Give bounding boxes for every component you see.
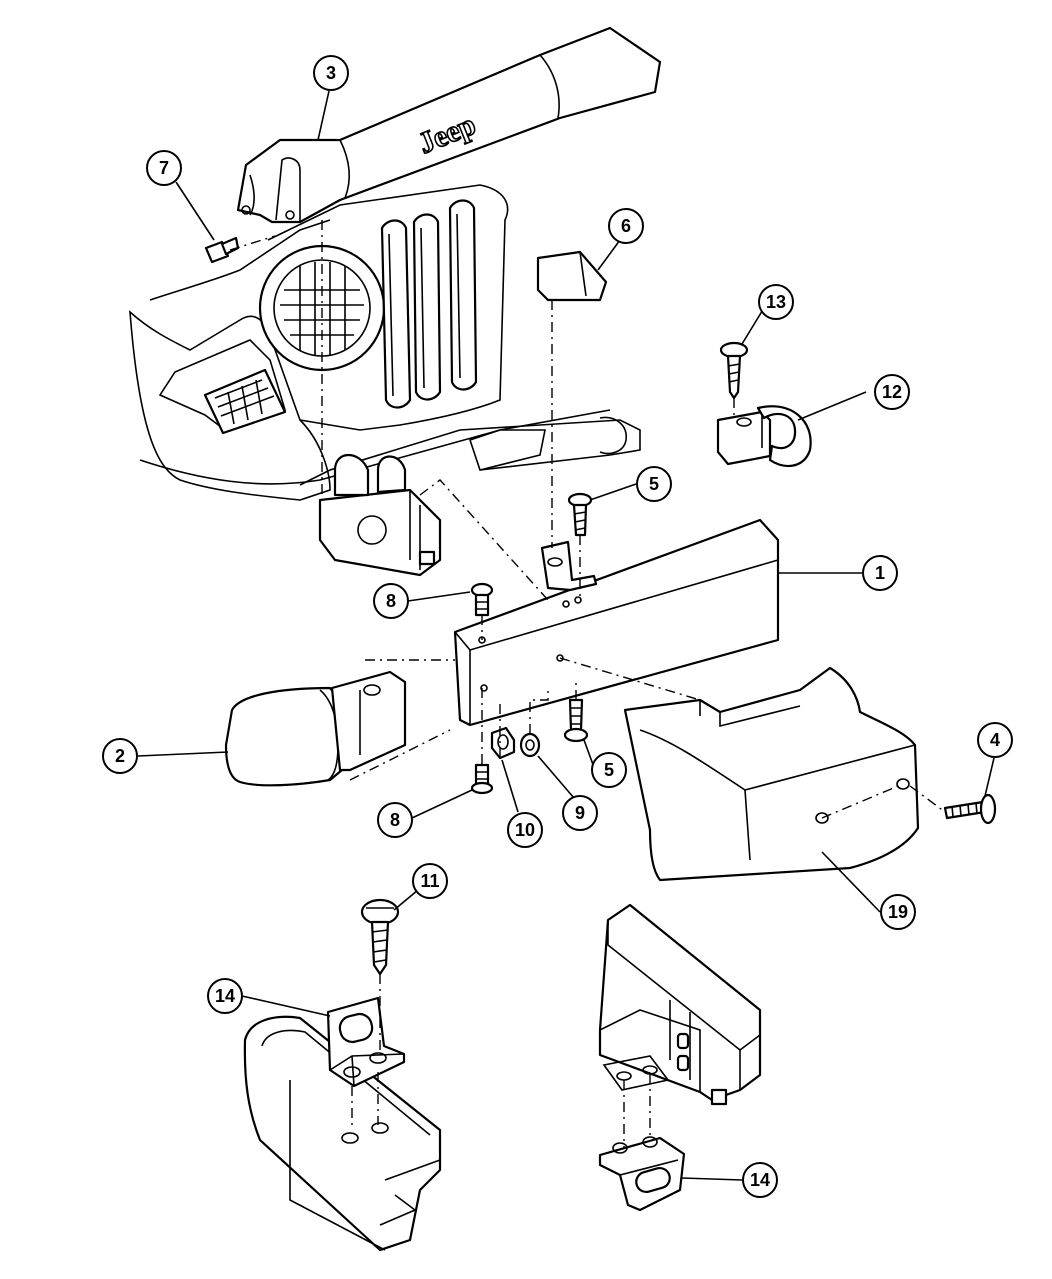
screw-part-8-upper <box>470 582 494 617</box>
callout-8-lower: 8 <box>377 802 413 838</box>
callout-14-left: 14 <box>207 978 243 1014</box>
callout-6: 6 <box>608 208 644 244</box>
callout-10-label: 10 <box>515 820 535 840</box>
callout-19-label: 19 <box>888 902 908 922</box>
grille-slots <box>380 199 478 409</box>
callout-13-label: 13 <box>766 292 786 312</box>
washer-part-9 <box>519 732 541 758</box>
callout-12: 12 <box>874 374 910 410</box>
callout-7-label: 7 <box>159 158 169 178</box>
callout-5-lower: 5 <box>591 752 627 788</box>
screw-part-13 <box>719 341 749 400</box>
assembly-lines <box>229 220 946 1148</box>
callout-9-label: 9 <box>575 803 585 823</box>
callout-14-right: 14 <box>742 1162 778 1198</box>
frame-rail-left <box>243 1015 442 1252</box>
screw-part-11 <box>360 898 400 976</box>
callout-5-lower-label: 5 <box>604 760 614 780</box>
callout-7: 7 <box>146 150 182 186</box>
mounting-bracket-part-14-right <box>598 1136 686 1212</box>
frame-rail-right <box>598 903 762 1106</box>
callout-8-lower-label: 8 <box>390 810 400 830</box>
callout-11-label: 11 <box>420 871 439 891</box>
callout-19: 19 <box>880 894 916 930</box>
callout-11: 11 <box>412 863 448 899</box>
screw-part-5-upper <box>567 492 593 537</box>
callout-10: 10 <box>507 812 543 848</box>
bumper-end-cap-part-2 <box>224 670 407 787</box>
callout-1-label: 1 <box>875 563 885 583</box>
frame-bracket <box>318 454 442 577</box>
bumper-pad-part-6 <box>536 250 608 302</box>
bolt-part-7 <box>204 236 240 264</box>
callout-4-label: 4 <box>990 730 1000 750</box>
callout-14-right-label: 14 <box>750 1170 770 1190</box>
bumper-end-cap-part-19 <box>623 666 920 882</box>
screw-part-5-lower <box>563 698 589 743</box>
callout-6-label: 6 <box>621 216 631 236</box>
turn-signal-lamp <box>203 368 287 435</box>
tow-hook-part-12 <box>716 405 812 468</box>
grille-top-bar-part-3: Jeep <box>236 26 662 224</box>
mounting-bracket-part-14-left <box>326 996 406 1088</box>
callout-14-left-label: 14 <box>215 986 235 1006</box>
nut-part-10 <box>490 726 516 760</box>
vehicle-front-body <box>129 184 641 577</box>
callout-2: 2 <box>102 738 138 774</box>
callout-9: 9 <box>562 795 598 831</box>
bolt-part-4 <box>943 793 997 825</box>
callout-4: 4 <box>977 722 1013 758</box>
bumper-bar-part-1 <box>453 518 780 727</box>
callout-8-upper-label: 8 <box>386 591 396 611</box>
callout-2-label: 2 <box>115 746 125 766</box>
callout-3: 3 <box>313 55 349 91</box>
callout-3-label: 3 <box>326 63 336 83</box>
callout-5-upper: 5 <box>636 466 672 502</box>
callout-13: 13 <box>758 284 794 320</box>
callout-5-upper-label: 5 <box>649 474 659 494</box>
callout-8-upper: 8 <box>373 583 409 619</box>
screw-part-8-lower <box>470 763 494 795</box>
callout-12-label: 12 <box>882 382 902 402</box>
callout-1: 1 <box>862 555 898 591</box>
